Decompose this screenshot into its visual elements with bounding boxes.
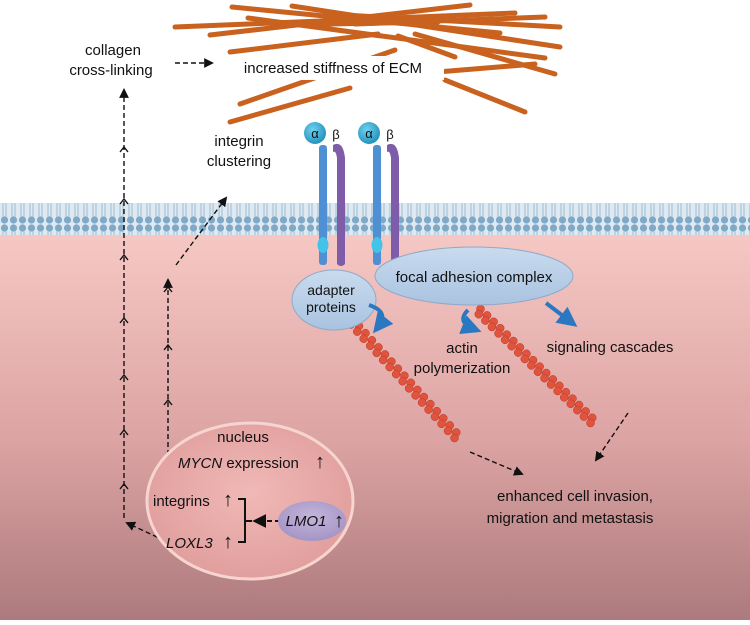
adapter-curved-arrow — [368, 303, 394, 334]
beta-symbol: β — [332, 127, 339, 142]
integrin-alpha-head — [304, 122, 326, 144]
actin-monomer — [513, 348, 523, 357]
signaling-to-outcome-arrow — [594, 412, 629, 462]
actin-monomer — [546, 380, 556, 389]
integrin-alpha-stalk — [373, 145, 381, 265]
actin-monomer — [424, 405, 433, 414]
chain-chevrons — [119, 145, 173, 490]
integrin-beta-stalk — [387, 143, 399, 266]
collagen-label-line2: cross-linking — [69, 62, 152, 79]
actin-monomer — [507, 341, 516, 351]
actin-monomer — [417, 398, 427, 407]
actin-monomer — [487, 322, 497, 332]
actin-monomer — [404, 384, 414, 393]
actin-monomer — [391, 369, 401, 379]
loxl3-label: LOXL3 — [166, 535, 213, 552]
alpha-symbol: α — [365, 126, 373, 141]
alpha-symbol: α — [311, 126, 319, 141]
actin-monomer — [430, 412, 440, 421]
adapter-label-line2: proteins — [306, 299, 356, 315]
lmo1-up-arrow: ↑ — [334, 510, 344, 532]
integrin-label-line1: integrin — [214, 133, 263, 150]
beta-symbol: β — [386, 127, 393, 142]
actin-monomer — [566, 399, 576, 409]
integrin-label-line2: clustering — [207, 153, 271, 170]
actin-monomer — [372, 348, 381, 358]
actin-monomer — [385, 362, 394, 372]
actin-monomer — [359, 334, 368, 343]
integrin-alpha-foot — [317, 237, 329, 253]
actin-monomer — [579, 412, 589, 421]
actin-to-outcome-arrow — [469, 451, 524, 476]
ecm-label-bg — [222, 56, 444, 80]
focal-adhesion-label: focal adhesion complex — [396, 269, 553, 286]
up-chevron — [119, 316, 129, 324]
cytoplasm — [0, 222, 750, 620]
integrins-label: integrins — [153, 493, 210, 510]
actin-monomer — [553, 386, 562, 396]
actin-monomer — [411, 391, 420, 400]
expression-word: expression — [222, 455, 299, 472]
integrin-to-clustering-arrow — [175, 196, 228, 266]
integrins-up-arrow: ↑ — [223, 489, 233, 511]
actin-monomer — [500, 335, 510, 345]
lmo1-label: LMO1 — [286, 513, 327, 530]
actin-label-line1: actin — [446, 340, 478, 357]
actin-monomer — [573, 405, 582, 415]
nucleus-label: nucleus — [217, 429, 269, 446]
actin-monomer — [365, 341, 375, 351]
collagen-label-line1: collagen — [85, 42, 141, 59]
actin-monomer — [494, 329, 503, 338]
actin-monomer — [481, 316, 490, 325]
actin-monomer — [474, 309, 484, 319]
signaling-label: signaling cascades — [547, 339, 674, 356]
actin-monomer — [443, 426, 453, 436]
mycn-gene: MYCN — [178, 455, 222, 472]
target-gene-bracket — [238, 498, 252, 543]
focal-adhesion-ellipse — [374, 246, 574, 306]
mycn-up-arrow: ↑ — [315, 451, 325, 473]
actin-monomer — [352, 327, 362, 336]
adapter-proteins-ellipse — [291, 269, 377, 331]
actin-monomer — [378, 355, 388, 365]
up-chevron — [119, 145, 129, 153]
actin-curved-arrow — [459, 308, 482, 334]
up-chevron — [119, 428, 129, 436]
up-chevron — [119, 197, 129, 205]
outcome-label-line2: migration and metastasis — [487, 510, 654, 527]
signaling-arrow — [544, 301, 578, 327]
integrin-pair-2: α β — [358, 122, 399, 266]
actin-monomer — [586, 418, 595, 428]
ecm-stiffness-label: increased stiffness of ECM — [244, 60, 422, 77]
actin-monomer — [559, 393, 569, 402]
actin-monomer — [437, 419, 446, 429]
outcome-label-line1: enhanced cell invasion, — [497, 488, 653, 505]
integrin-beta-stalk — [333, 143, 345, 266]
integrin-alpha-foot — [371, 237, 383, 253]
integrin-pair-1: α β — [304, 122, 345, 266]
up-chevron — [119, 253, 129, 261]
up-chevron — [163, 285, 173, 293]
loxl3-up-arrow: ↑ — [223, 531, 233, 553]
integrin-alpha-head — [358, 122, 380, 144]
up-chevron — [163, 398, 173, 406]
dashed-arrows — [119, 58, 629, 545]
actin-monomer — [398, 377, 407, 386]
lmo1-ellipse — [278, 501, 346, 541]
mycn-expression-label: MYCN expression — [178, 455, 299, 472]
up-chevron — [163, 343, 173, 351]
actin-monomer — [533, 367, 543, 377]
adapter-label-line1: adapter — [307, 282, 355, 298]
actin-monomer — [520, 354, 530, 364]
integrin-alpha-stalk — [319, 145, 327, 265]
actin-monomer — [540, 373, 549, 383]
up-chevron — [119, 482, 129, 490]
actin-monomer — [527, 361, 536, 370]
up-chevron — [119, 373, 129, 381]
actin-monomer — [450, 433, 459, 443]
actin-label-line2: polymerization — [414, 360, 511, 377]
